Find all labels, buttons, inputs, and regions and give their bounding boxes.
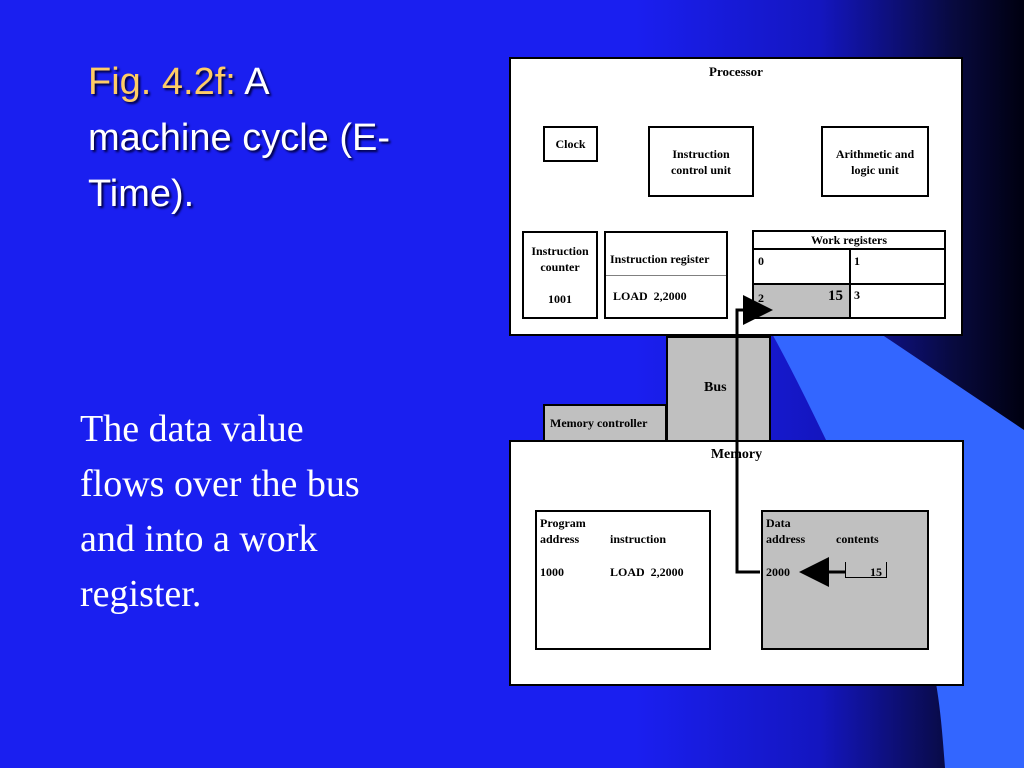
clock-box: Clock	[543, 126, 598, 162]
memory-controller-label: Memory controller	[550, 416, 648, 430]
title-text: A machine cycle (E-Time).	[88, 61, 390, 215]
work-register-2-label: 2	[758, 291, 764, 305]
instruction-register-divider	[606, 275, 726, 276]
data-contents-value: 15	[870, 565, 882, 579]
data-header-line1: Data	[766, 516, 791, 530]
bus-box: Bus	[666, 336, 771, 442]
alu-box: Arithmetic and logic unit	[821, 126, 929, 197]
bus-label: Bus	[704, 380, 727, 395]
work-register-3-label: 3	[854, 288, 860, 302]
title-figure-number: Fig. 4.2f:	[88, 61, 236, 103]
program-instruction-header: instruction	[610, 532, 667, 546]
memory-controller-box: Memory controller	[543, 404, 667, 442]
processor-label: Processor	[709, 64, 763, 79]
program-address-value: 1000	[540, 565, 564, 579]
clock-label: Clock	[555, 137, 586, 151]
work-registers-box: Work registers 0 1 2 15 3	[752, 230, 946, 319]
slide-title: Fig. 4.2f: A machine cycle (E-Time).	[88, 54, 418, 222]
instruction-counter-label: Instruction counter	[531, 244, 589, 274]
instruction-register-box: Instruction register LOAD 2,2000	[604, 231, 728, 319]
program-header-line1: Program	[540, 516, 586, 530]
alu-label: Arithmetic and logic unit	[835, 147, 915, 177]
instruction-control-unit-label: Instruction control unit	[670, 147, 732, 177]
data-memory-box: Data address contents 2000 15	[761, 510, 929, 650]
program-header-line2: address	[540, 532, 580, 546]
instruction-control-unit-box: Instruction control unit	[648, 126, 754, 197]
work-register-2-value: 15	[828, 288, 843, 304]
work-register-0-label: 0	[758, 254, 764, 268]
instruction-counter-box: Instruction counter 1001	[522, 231, 598, 319]
instruction-register-label: Instruction register	[610, 252, 710, 266]
instruction-counter-value: 1001	[548, 292, 572, 306]
work-register-1-label: 1	[854, 254, 860, 268]
data-address-value: 2000	[766, 565, 790, 579]
data-header-line2: address	[766, 532, 806, 546]
work-registers-col-divider	[849, 248, 851, 317]
program-instruction-value: LOAD 2,2000	[610, 565, 684, 579]
program-memory-box: Program address instruction 1000 LOAD 2,…	[535, 510, 711, 650]
body-text: The data value flows over the bus and in…	[80, 408, 360, 615]
instruction-register-value: LOAD 2,2000	[613, 289, 687, 303]
data-contents-header: contents	[836, 532, 879, 546]
work-registers-label: Work registers	[810, 233, 888, 247]
memory-label: Memory	[710, 447, 763, 462]
data-contents-cell	[845, 562, 887, 578]
